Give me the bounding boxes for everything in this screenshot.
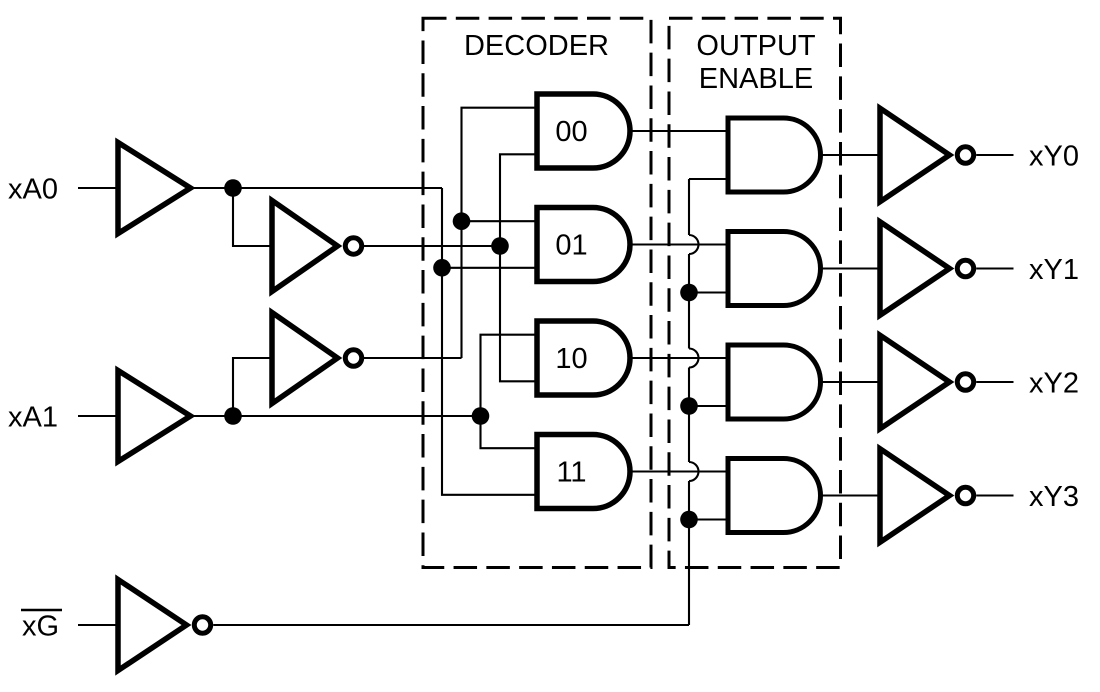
svg-text:xY2: xY2 (1029, 367, 1079, 399)
svg-text:xA1: xA1 (8, 401, 58, 433)
svg-text:00: 00 (555, 116, 587, 148)
svg-text:xY3: xY3 (1029, 481, 1079, 513)
svg-text:xY1: xY1 (1029, 254, 1079, 286)
svg-text:ENABLE: ENABLE (699, 63, 813, 95)
svg-text:xA0: xA0 (8, 173, 58, 205)
svg-text:OUTPUT: OUTPUT (696, 30, 816, 62)
svg-text:xY0: xY0 (1029, 140, 1079, 172)
svg-text:DECODER: DECODER (464, 30, 609, 62)
svg-text:11: 11 (556, 456, 586, 488)
svg-text:xG: xG (22, 610, 59, 642)
svg-text:01: 01 (555, 229, 587, 261)
svg-text:10: 10 (555, 343, 587, 375)
